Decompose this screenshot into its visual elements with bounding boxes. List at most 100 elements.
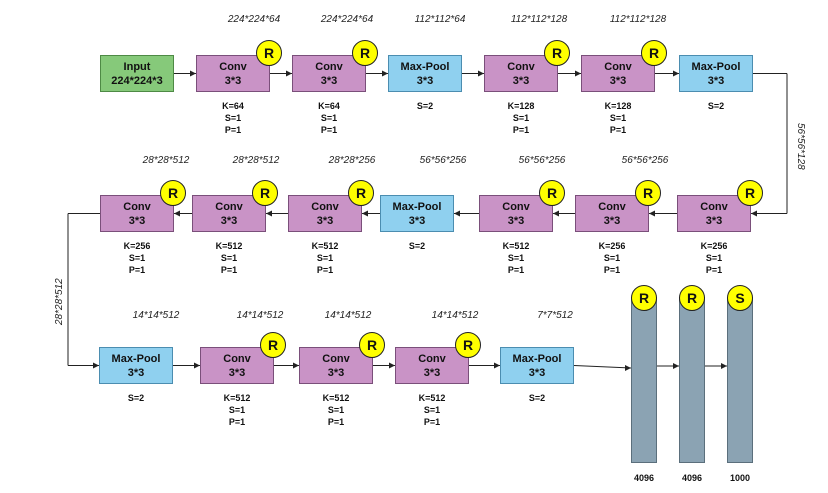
fc-units-label: 4096 xyxy=(681,473,703,483)
block-title: Conv xyxy=(223,352,251,365)
param-text: S=1 xyxy=(507,253,525,263)
block-kernel: 3*3 xyxy=(507,214,525,227)
param-text: P=1 xyxy=(128,265,146,275)
block-kernel: 3*3 xyxy=(603,214,621,227)
fc-layer xyxy=(727,297,753,463)
dimension-label: 56*56*256 xyxy=(621,155,669,166)
block-kernel: 3*3 xyxy=(408,214,426,227)
block-kernel: 3*3 xyxy=(416,74,434,87)
param-text: P=1 xyxy=(320,125,338,135)
arrow-row1-2-head xyxy=(382,70,388,77)
relu-badge: R xyxy=(455,332,481,358)
block-params: S=2 xyxy=(392,240,442,252)
arrow-row3-1-head xyxy=(194,362,200,369)
dimension-label: 56*56*256 xyxy=(518,155,566,166)
arrow-row2-4-head xyxy=(454,210,460,217)
block-title: Conv xyxy=(700,200,728,213)
relu-badge: R xyxy=(160,180,186,206)
dimension-label: 112*112*64 xyxy=(414,14,466,25)
relu-badge: R xyxy=(631,285,657,311)
dimension-label: 28*28*512 xyxy=(142,155,190,166)
relu-badge: R xyxy=(679,285,705,311)
param-text: S=1 xyxy=(327,405,345,415)
dimension-label: 14*14*512 xyxy=(236,310,284,321)
fc-units-label: 1000 xyxy=(729,473,751,483)
arrow-fc-2-head xyxy=(721,363,727,369)
param-text: S=1 xyxy=(224,113,242,123)
param-text: P=1 xyxy=(507,265,525,275)
block-kernel: 3*3 xyxy=(705,214,723,227)
param-text: K=512 xyxy=(502,241,530,251)
dimension-label: 224*224*64 xyxy=(227,14,281,25)
param-text: K=64 xyxy=(318,101,340,111)
arrow-row3-4-head xyxy=(494,362,500,369)
param-text: K=512 xyxy=(311,241,339,251)
param-text: S=1 xyxy=(609,113,627,123)
param-text: S=1 xyxy=(228,405,246,415)
dimension-label: 112*112*128 xyxy=(510,14,568,25)
arrow-row3-2-head xyxy=(293,362,299,369)
param-text: K=256 xyxy=(123,241,151,251)
param-text: S=2 xyxy=(707,101,725,111)
fc-layer xyxy=(679,297,705,463)
block-title: Max-Pool xyxy=(691,60,741,73)
param-text: S=2 xyxy=(528,393,546,403)
block-kernel: 3*3 xyxy=(316,214,334,227)
dimension-label: 14*14*512 xyxy=(324,310,372,321)
dimension-label: 112*112*128 xyxy=(609,14,667,25)
param-text: S=1 xyxy=(220,253,238,263)
block-params: S=2 xyxy=(400,100,450,112)
dimension-label: 14*14*512 xyxy=(431,310,479,321)
param-text: S=1 xyxy=(316,253,334,263)
block-kernel: 3*3 xyxy=(609,74,627,87)
block-kernel: 3*3 xyxy=(327,366,345,379)
arrow-fc-1-head xyxy=(673,363,679,369)
param-text: K=512 xyxy=(322,393,350,403)
arrow-row1-1-head xyxy=(286,70,292,77)
block-kernel: 3*3 xyxy=(128,214,146,227)
param-text: S=1 xyxy=(423,405,441,415)
block-title: Conv xyxy=(598,200,626,213)
param-text: K=512 xyxy=(418,393,446,403)
dimension-label: 14*14*512 xyxy=(132,310,180,321)
arrow-row2-2-head xyxy=(266,210,272,217)
block-kernel: 3*3 xyxy=(224,74,242,87)
param-text: S=1 xyxy=(512,113,530,123)
block-title: Conv xyxy=(219,60,247,73)
block-title: Conv xyxy=(507,60,535,73)
block-title: Conv xyxy=(502,200,530,213)
block-title: Conv xyxy=(604,60,632,73)
relu-badge: R xyxy=(260,332,286,358)
relu-badge: R xyxy=(359,332,385,358)
relu-badge: R xyxy=(348,180,374,206)
param-text: S=2 xyxy=(127,393,145,403)
arrow-row1-0-head xyxy=(190,70,196,77)
arrow-row1-5-head xyxy=(673,70,679,77)
block-title: Max-Pool xyxy=(400,60,450,73)
dimension-label-side-left: 28*28*512 xyxy=(54,278,65,325)
relu-badge: R xyxy=(635,180,661,206)
dimension-label: 7*7*512 xyxy=(537,310,573,321)
param-text: P=1 xyxy=(220,265,238,275)
param-text: P=1 xyxy=(423,417,441,427)
